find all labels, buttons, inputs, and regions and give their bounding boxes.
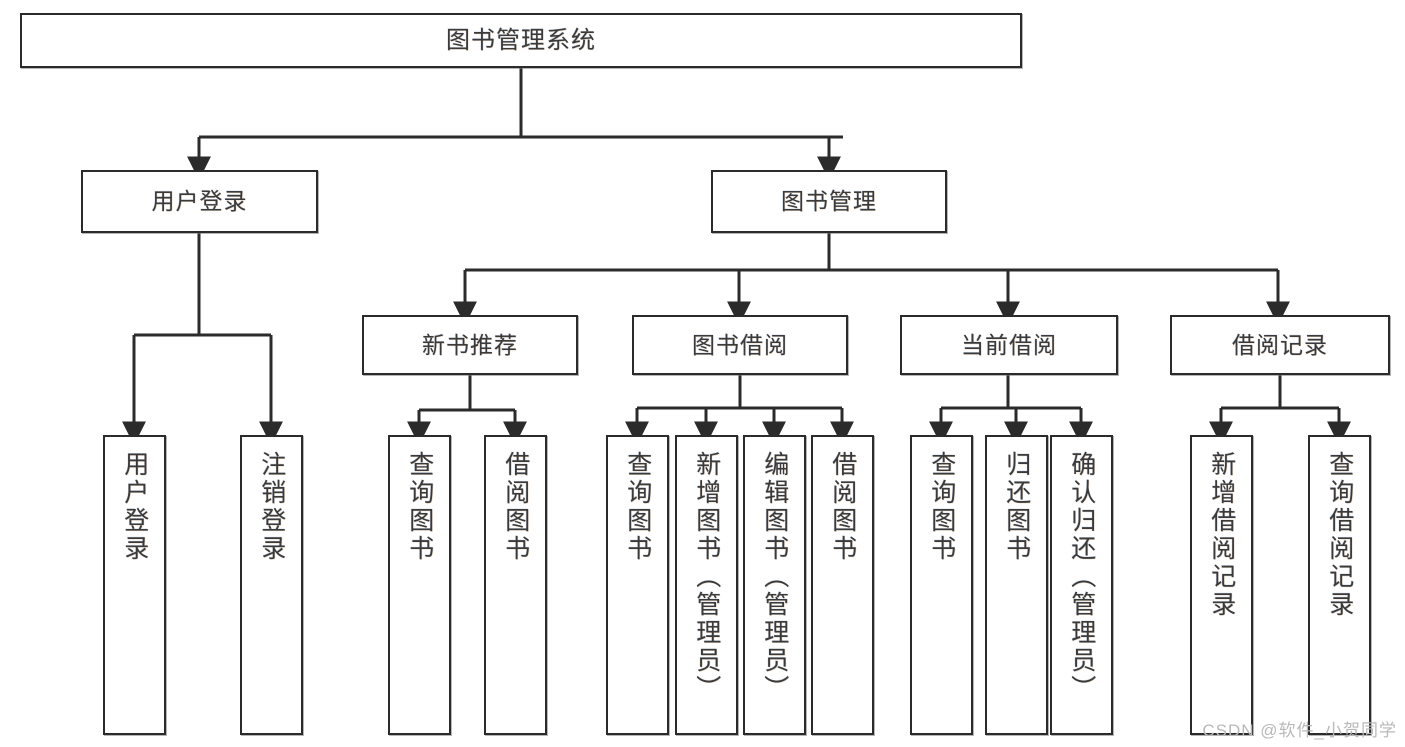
node-leaf-edit-book-label: 编辑图书（管理员） [760,451,789,703]
node-user-login[interactable]: 用户登录 [81,170,318,233]
node-leaf-confirm-return[interactable]: 确认归还（管理员） [1050,435,1113,735]
node-leaf-return-book-label: 归还图书 [1002,451,1031,563]
node-new-book-recommend[interactable]: 新书推荐 [362,315,578,375]
node-user-login-label: 用户登录 [151,188,248,214]
node-leaf-edit-book[interactable]: 编辑图书（管理员） [743,435,806,735]
node-leaf-query-book-2-label: 查询图书 [623,451,652,563]
node-leaf-query-book-3-label: 查询图书 [927,451,956,563]
node-root[interactable]: 图书管理系统 [20,13,1022,68]
node-leaf-query-book-2[interactable]: 查询图书 [606,435,669,735]
node-borrow-record-label: 借阅记录 [1232,331,1328,358]
node-leaf-borrow-book-1-label: 借阅图书 [501,451,530,563]
node-book-manage-label: 图书管理 [781,188,877,214]
node-leaf-query-borrow-record[interactable]: 查询借阅记录 [1308,435,1371,735]
csdn-watermark: CSDN @软件_小贺同学 [1202,721,1397,740]
node-leaf-borrow-book-2-label: 借阅图书 [828,451,857,563]
node-leaf-user-login[interactable]: 用户登录 [103,435,166,735]
node-book-borrow[interactable]: 图书借阅 [632,315,848,375]
node-borrow-record[interactable]: 借阅记录 [1170,315,1390,375]
node-leaf-user-login-label: 用户登录 [120,451,149,563]
node-leaf-query-book-3[interactable]: 查询图书 [910,435,973,735]
node-leaf-confirm-return-label: 确认归还（管理员） [1067,451,1096,703]
node-leaf-return-book[interactable]: 归还图书 [985,435,1048,735]
node-leaf-query-borrow-record-label: 查询借阅记录 [1325,451,1354,619]
node-leaf-borrow-book-1[interactable]: 借阅图书 [484,435,547,735]
node-current-borrow-label: 当前借阅 [961,331,1057,358]
node-leaf-add-borrow-record-label: 新增借阅记录 [1207,451,1236,619]
node-new-book-recommend-label: 新书推荐 [422,331,518,358]
node-root-label: 图书管理系统 [446,26,596,54]
node-book-manage[interactable]: 图书管理 [711,170,947,233]
node-current-borrow[interactable]: 当前借阅 [900,315,1118,375]
node-leaf-logout-login[interactable]: 注销登录 [240,435,303,735]
node-leaf-add-borrow-record[interactable]: 新增借阅记录 [1190,435,1253,735]
node-book-borrow-label: 图书借阅 [692,331,788,358]
node-leaf-logout-login-label: 注销登录 [257,451,286,563]
node-leaf-add-book-label: 新增图书（管理员） [692,451,721,703]
node-leaf-query-book-1-label: 查询图书 [405,451,434,563]
node-leaf-add-book[interactable]: 新增图书（管理员） [675,435,738,735]
node-leaf-query-book-1[interactable]: 查询图书 [388,435,451,735]
node-leaf-borrow-book-2[interactable]: 借阅图书 [811,435,874,735]
